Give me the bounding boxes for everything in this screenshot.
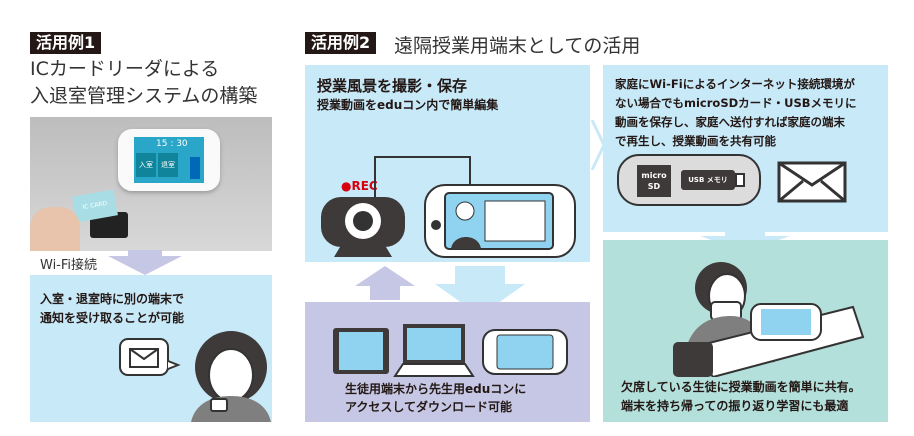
example1-title-line2: 入退室管理システムの構築	[30, 85, 258, 107]
screen-btn-in: 入室	[136, 153, 156, 177]
home-line: 動画を保存し、家庭へ送付すれば家庭の端末	[615, 115, 845, 129]
terminal-screen: 15 : 30 入室 退室	[134, 137, 204, 183]
screen-side-btn	[190, 157, 200, 179]
record-panel: 授業風景を撮影・保存 授業動画をeduコン内で簡単編集 ●REC	[305, 65, 590, 262]
home-line: ない場合でもmicroSDカード・USBメモリに	[615, 96, 857, 110]
wifi-label: Wi-Fi接続	[40, 258, 98, 273]
arrow-down-icon	[108, 250, 182, 275]
notice-panel: 入室・退室時に別の端末で 通知を受け取ることが可能	[30, 275, 272, 422]
example2-tag: 活用例2	[305, 32, 377, 54]
example1-title-line1: ICカードリーダによる	[30, 58, 220, 80]
example1-tag: 活用例1	[30, 32, 102, 54]
download-panel: 生徒用端末から先生用eduコンに アクセスしてダウンロード可能	[305, 302, 590, 422]
student-studying-illustration	[673, 262, 865, 377]
home-panel: 家庭にWi-Fiによるインターネット接続環境が ない場合でもmicroSDカード…	[603, 65, 888, 232]
absent-line2: 端末を持ち帰っての振り返り学習にも最適	[621, 399, 849, 413]
home-line: で再生し、授業動画を共有可能	[615, 134, 776, 148]
ic-reader-photo: 15 : 30 入室 退室 IC CARD	[30, 117, 272, 251]
screen-time: 15 : 30	[156, 139, 188, 149]
home-text: 家庭にWi-Fiによるインターネット接続環境が ない場合でもmicroSDカード…	[615, 75, 857, 151]
usb-memory-icon: USB メモリ	[681, 170, 735, 190]
record-heading: 授業風景を撮影・保存	[317, 77, 468, 95]
absent-panel: 欠席している生徒に授業動画を簡単に共有。 端末を持ち帰っての振り返り学習にも最適	[603, 240, 888, 422]
absent-line1: 欠席している生徒に授業動画を簡単に共有。	[621, 380, 861, 394]
notice-line1: 入室・退室時に別の端末で	[40, 292, 185, 306]
student-devices-illustration	[333, 324, 568, 377]
envelope-icon	[777, 161, 847, 203]
edu-terminal: 15 : 30 入室 退室	[118, 129, 220, 191]
example2-title: 遠隔授業用端末としての活用	[394, 35, 641, 57]
camera-and-terminal-illustration	[321, 156, 576, 258]
sd-label: SD	[647, 182, 661, 191]
home-line: 家庭にWi-Fiによるインターネット接続環境が	[615, 77, 855, 91]
usb-plug	[735, 173, 745, 187]
download-line1: 生徒用端末から先生用eduコンに	[345, 382, 527, 396]
woman-with-phone-illustration	[119, 331, 271, 422]
record-sub: 授業動画をeduコン内で簡単編集	[317, 98, 499, 112]
hand	[30, 207, 80, 251]
screen-btn-out: 退室	[158, 153, 178, 177]
bidirectional-arrows-icon	[355, 266, 525, 316]
rec-label: ●REC	[341, 179, 378, 193]
download-line2: アクセスしてダウンロード可能	[345, 400, 513, 414]
sd-label: micro	[641, 171, 667, 180]
notice-line2: 通知を受け取ることが可能	[40, 311, 185, 325]
